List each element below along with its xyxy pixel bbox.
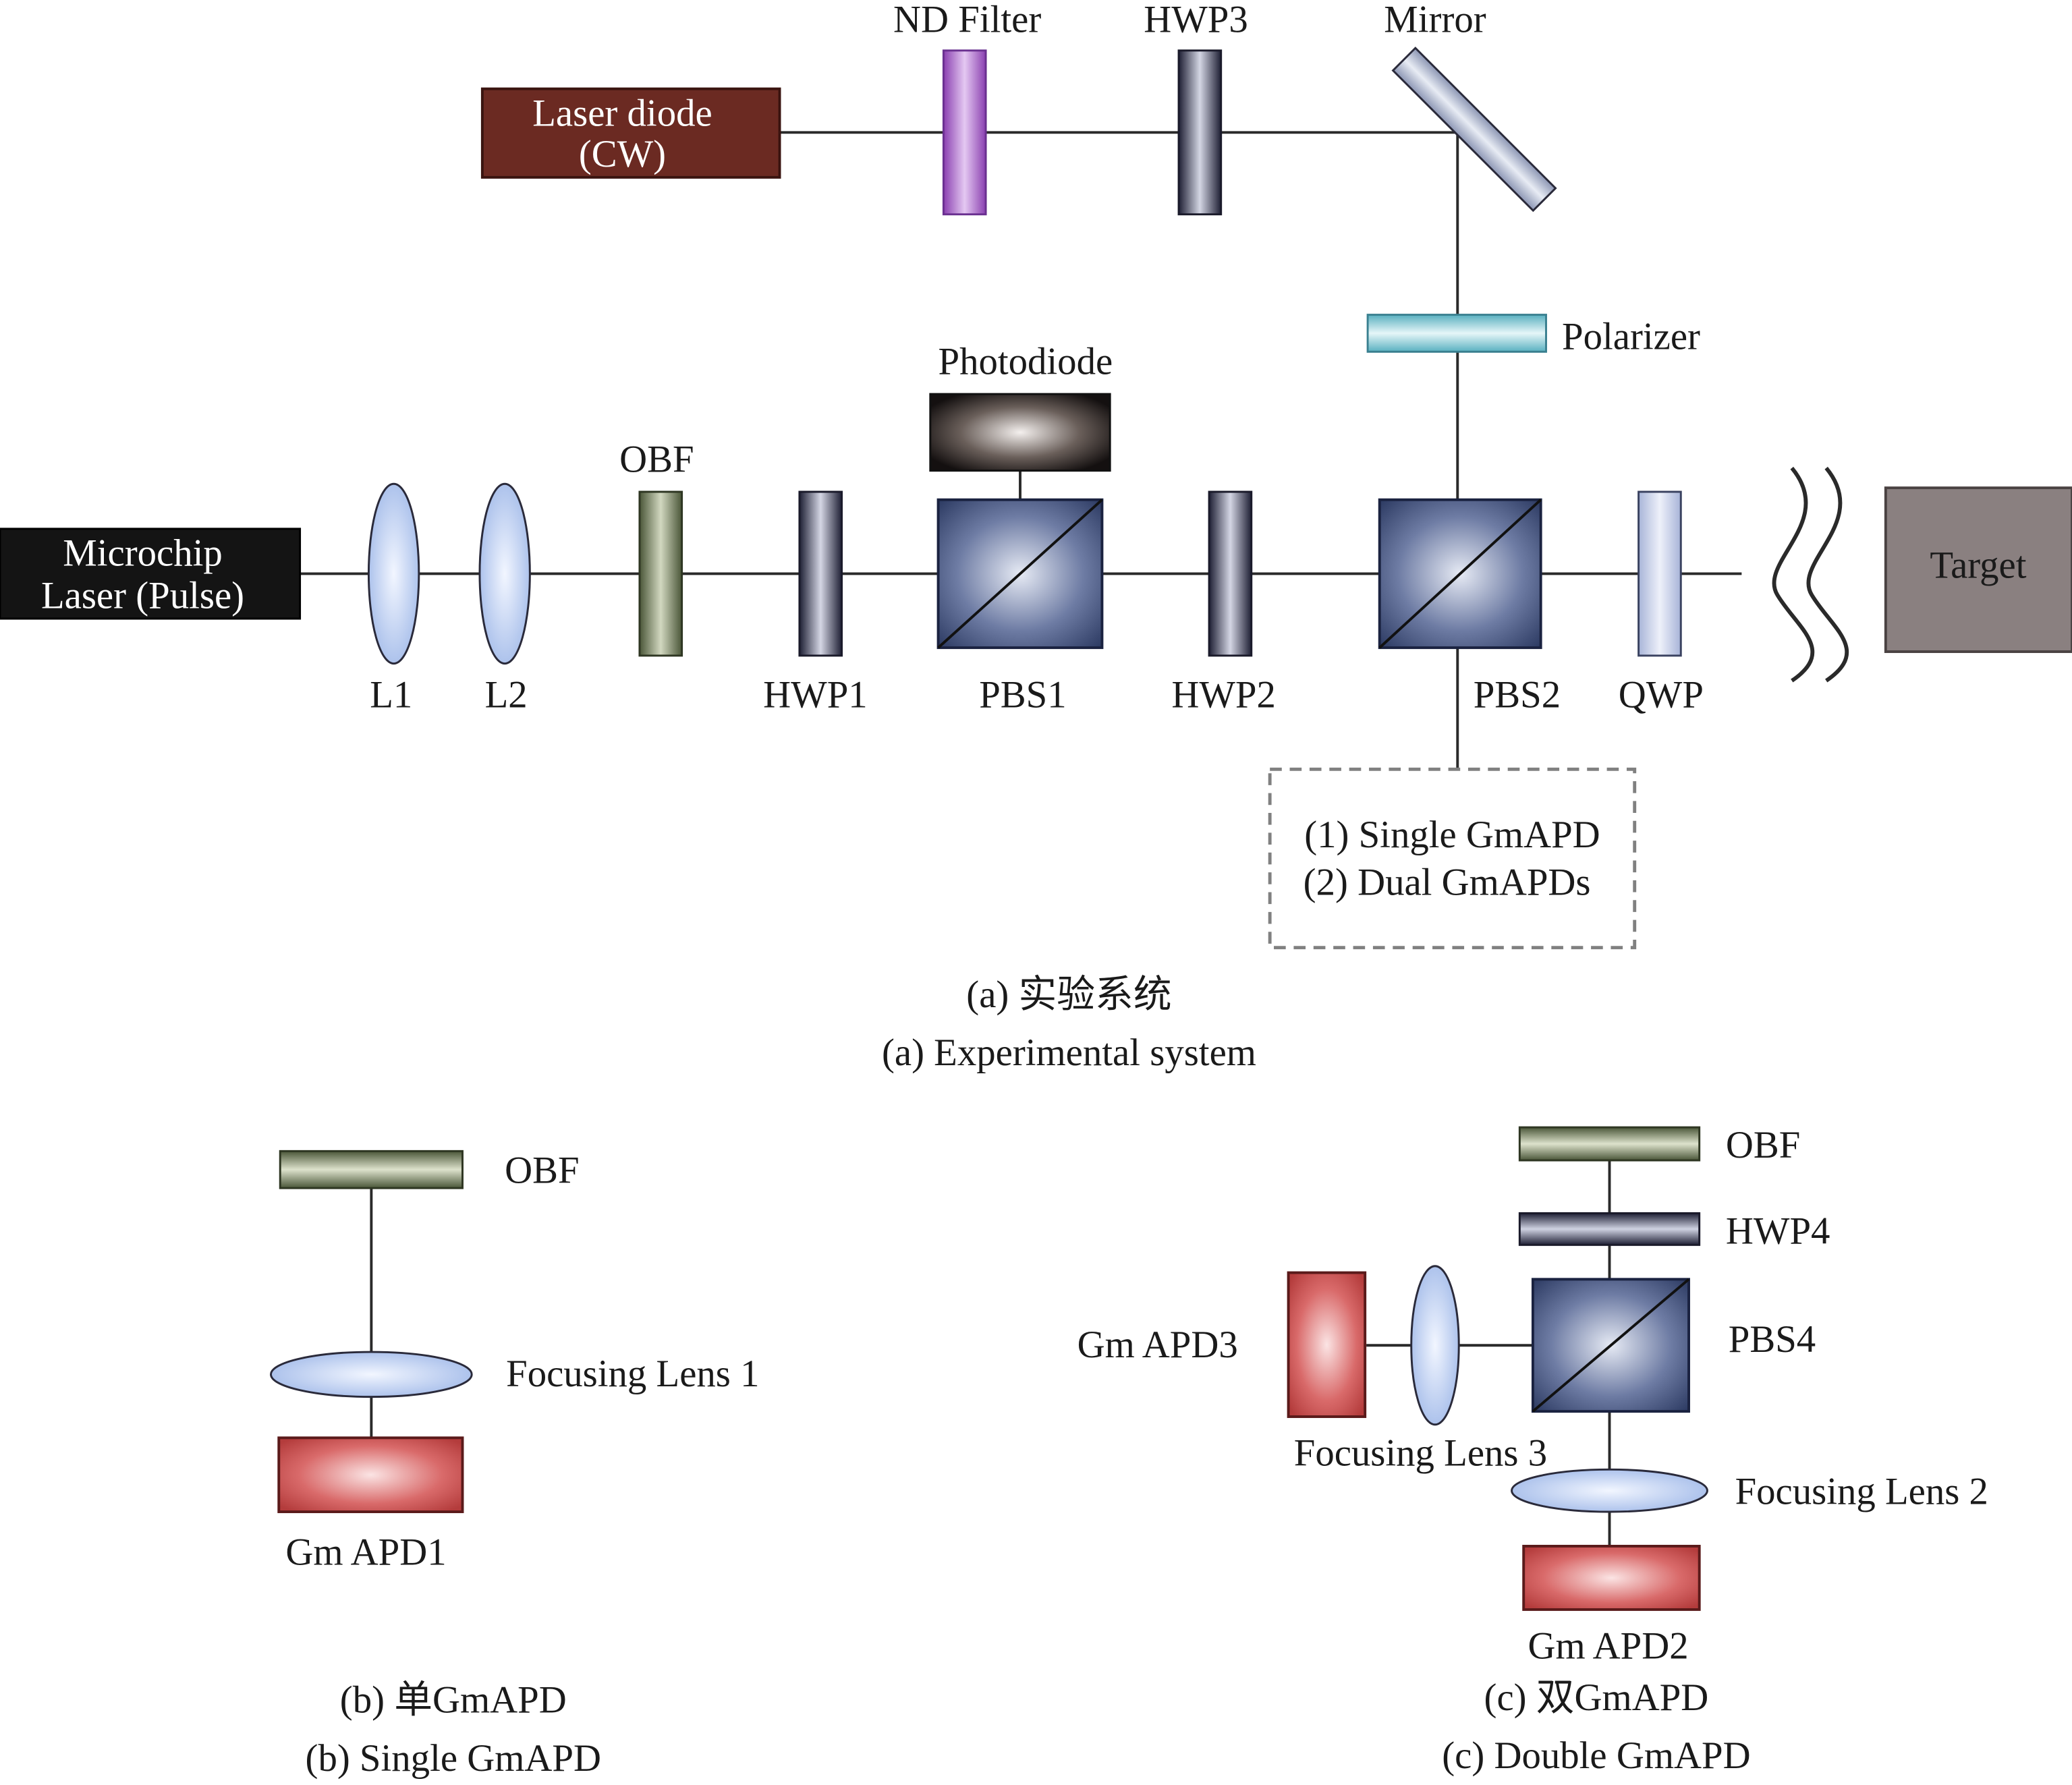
polarizer-label: Polarizer xyxy=(1562,315,1700,358)
hwp3: HWP3 xyxy=(1144,0,1248,216)
gm-apd2: Gm APD2 xyxy=(1522,1544,1701,1667)
microchip-laser-label-line2: Laser (Pulse) xyxy=(41,574,244,617)
target-label: Target xyxy=(1930,544,2026,586)
panel-c-double-gmapd: OBF HWP4 PBS4 Gm APD3 Focusing Lens 3 Fo… xyxy=(1077,1124,1988,1777)
photodiode: Photodiode xyxy=(929,341,1113,472)
panel-c-caption-cn: (c) 双GmAPD xyxy=(1484,1676,1709,1719)
obf: OBF xyxy=(619,438,694,657)
focusing-lens-2: Focusing Lens 2 xyxy=(1511,1468,1988,1513)
gm-apd3: Gm APD3 xyxy=(1077,1271,1367,1418)
panel-a-caption-en: (a) Experimental system xyxy=(882,1031,1256,1074)
focusing-lens-2-label: Focusing Lens 2 xyxy=(1735,1470,1988,1512)
gm-apd3-label: Gm APD3 xyxy=(1077,1324,1238,1366)
focusing-lens-1: Focusing Lens 1 xyxy=(270,1351,759,1398)
gm-apd2-label: Gm APD2 xyxy=(1528,1624,1688,1667)
panel-b-caption-cn: (b) 单GmAPD xyxy=(340,1679,567,1722)
hwp2-label: HWP2 xyxy=(1171,673,1276,716)
panel-c-obf: OBF xyxy=(1518,1124,1800,1166)
laser-diode-label-line2: (CW) xyxy=(579,133,666,175)
pbs1-label: PBS1 xyxy=(979,673,1066,716)
panel-a-experimental-system: Laser diode (CW) ND Filter HWP3 Mirror P… xyxy=(0,0,2072,1074)
qwp: QWP xyxy=(1619,490,1704,716)
pbs2-label: PBS2 xyxy=(1474,673,1561,716)
hwp1-label: HWP1 xyxy=(763,673,868,716)
laser-diode: Laser diode (CW) xyxy=(480,87,781,179)
pbs4: PBS4 xyxy=(1531,1278,1816,1413)
pbs4-label: PBS4 xyxy=(1729,1318,1816,1361)
focusing-lens-1-label: Focusing Lens 1 xyxy=(506,1353,759,1395)
panel-b-obf: OBF xyxy=(279,1149,580,1191)
target: Target xyxy=(1884,486,2072,653)
photodiode-label: Photodiode xyxy=(938,341,1113,383)
microchip-laser: Microchip Laser (Pulse) xyxy=(0,528,302,620)
pbs1: PBS1 xyxy=(936,498,1104,716)
hwp3-label: HWP3 xyxy=(1144,0,1248,40)
panel-a-caption-cn: (a) 实验系统 xyxy=(966,973,1171,1016)
panel-c-obf-label: OBF xyxy=(1726,1124,1800,1166)
l1-label: L1 xyxy=(370,673,412,716)
gm-apd1: Gm APD1 xyxy=(277,1436,464,1573)
laser-diode-label-line1: Laser diode xyxy=(532,92,712,135)
l2-label: L2 xyxy=(485,673,528,716)
pbs2: PBS2 xyxy=(1378,498,1561,716)
mirror: Mirror xyxy=(1384,0,1557,213)
hwp4-label: HWP4 xyxy=(1726,1210,1830,1252)
detector-option-2: (2) Dual GmAPDs xyxy=(1304,861,1591,903)
lens-l1: L1 xyxy=(367,482,420,716)
mirror-label: Mirror xyxy=(1384,0,1486,40)
gm-apd1-label: Gm APD1 xyxy=(285,1531,446,1573)
panel-b-caption-en: (b) Single GmAPD xyxy=(306,1737,601,1780)
distance-break-icon xyxy=(1772,466,1849,683)
nd-filter-label: ND Filter xyxy=(893,0,1041,40)
panel-c-caption-en: (c) Double GmAPD xyxy=(1442,1734,1750,1777)
detector-option-1: (1) Single GmAPD xyxy=(1304,814,1600,856)
obf-label: OBF xyxy=(619,438,694,481)
focusing-lens-3-label: Focusing Lens 3 xyxy=(1294,1432,1547,1474)
hwp2: HWP2 xyxy=(1171,490,1276,716)
focusing-lens-3: Focusing Lens 3 xyxy=(1294,1265,1547,1474)
lens-l2: L2 xyxy=(478,482,531,716)
hwp4: HWP4 xyxy=(1518,1210,1830,1252)
microchip-laser-label-line1: Microchip xyxy=(63,532,223,575)
nd-filter: ND Filter xyxy=(893,0,1041,216)
detector-options-box: (1) Single GmAPD (2) Dual GmAPDs xyxy=(1268,767,1637,950)
panel-b-single-gmapd: OBF Focusing Lens 1 Gm APD1 (b) 单GmAPD (… xyxy=(270,1149,759,1780)
panel-b-obf-label: OBF xyxy=(505,1149,579,1191)
hwp1: HWP1 xyxy=(763,490,868,716)
qwp-label: QWP xyxy=(1619,673,1704,716)
polarizer: Polarizer xyxy=(1366,314,1700,358)
